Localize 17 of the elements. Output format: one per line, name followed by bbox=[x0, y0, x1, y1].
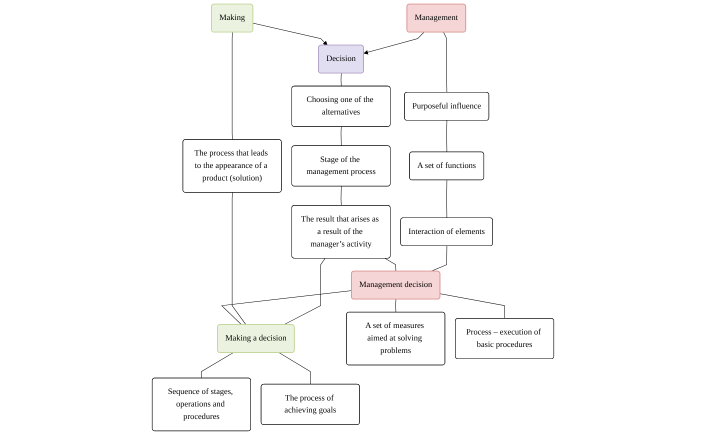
connector bbox=[340, 186, 342, 206]
connector bbox=[201, 352, 234, 378]
connector bbox=[340, 73, 342, 87]
connector bbox=[279, 352, 311, 385]
connector bbox=[384, 258, 396, 272]
connector bbox=[440, 294, 506, 319]
connector bbox=[232, 32, 233, 140]
connector bbox=[232, 192, 246, 326]
connector bbox=[283, 258, 326, 326]
connector bbox=[443, 32, 448, 93]
connector bbox=[340, 126, 342, 146]
connector bbox=[395, 299, 396, 313]
connector bbox=[446, 120, 448, 152]
connector bbox=[446, 180, 448, 218]
arrow bbox=[252, 22, 328, 46]
connector bbox=[221, 290, 352, 326]
arrow bbox=[364, 32, 424, 54]
